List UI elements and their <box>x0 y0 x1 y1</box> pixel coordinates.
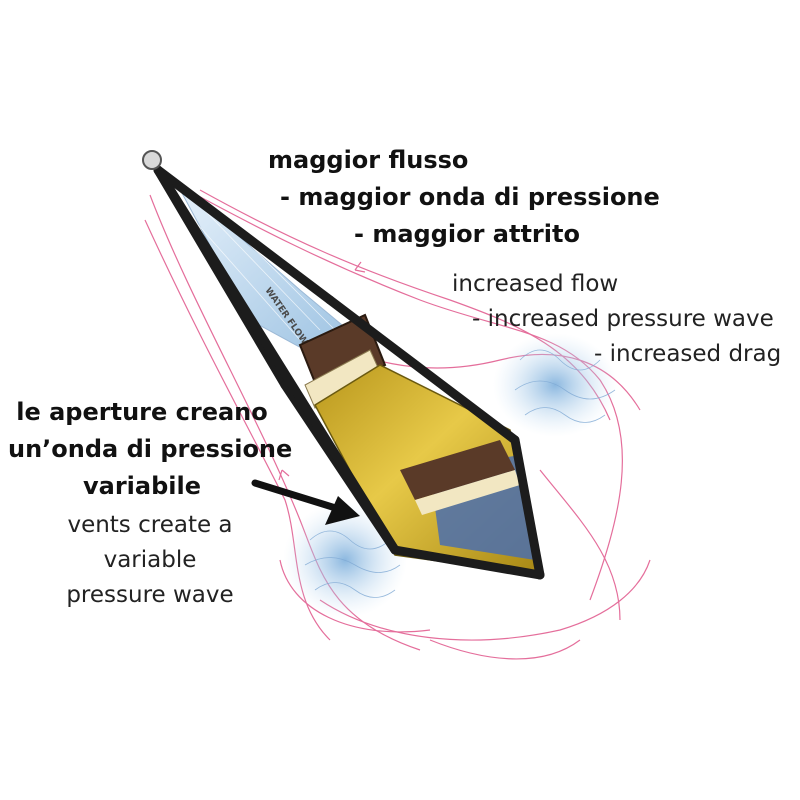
label-flow-english: increased flow - increased pressure wave… <box>452 267 781 372</box>
label-flow-italian: maggior flusso - maggior onda di pressio… <box>268 142 660 253</box>
label-vents-english: vents create a variable pressure wave <box>50 508 250 613</box>
collar <box>298 313 387 397</box>
flow-en-line2: - increased pressure wave <box>472 306 774 332</box>
vents-en-line1: vents create a <box>67 512 233 538</box>
flow-it-line1: maggior flusso <box>268 146 469 174</box>
lower-band <box>415 470 520 515</box>
label-vents-italian: le aperture creano un’onda di pressione … <box>8 394 293 505</box>
vents-arrow <box>251 479 360 525</box>
vents-en-line2: variable <box>103 547 197 573</box>
lower-collar <box>400 440 515 500</box>
flow-it-line3: - maggior attrito <box>354 220 580 248</box>
vents-it-line1: le aperture creano <box>16 398 268 426</box>
vents-it-line3: variabile <box>82 472 201 500</box>
flow-en-line1: increased flow <box>452 271 619 297</box>
vents-en-line3: pressure wave <box>66 582 234 608</box>
vents-it-line2: un’onda di pressione <box>8 435 293 463</box>
tow-ring <box>142 150 162 170</box>
flow-it-line2: - maggior onda di pressione <box>280 183 660 211</box>
sea-anchor: WATER FLOW <box>142 150 545 580</box>
flow-en-line3: - increased drag <box>594 341 782 367</box>
water-turbulence <box>283 333 617 618</box>
